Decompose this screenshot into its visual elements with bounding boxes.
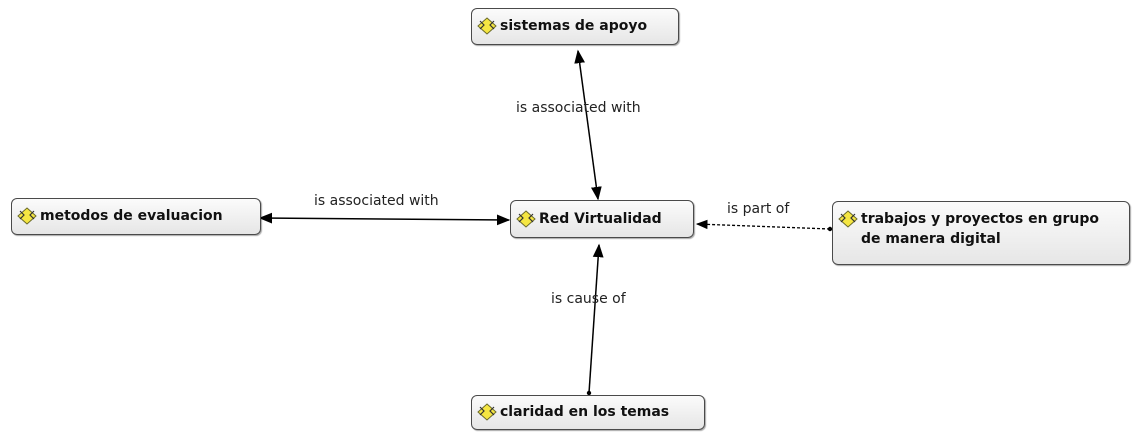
relation-label-sistemas: is associated with [516,100,641,116]
code-node-icon [477,403,497,421]
node-label: metodos de evaluacion [40,208,223,224]
relation-label-claridad: is cause of [551,291,626,307]
edge-sistemas-red [574,49,602,201]
edge-claridad-red [588,243,604,394]
edge-trabajos-red [695,219,831,230]
node-label: claridad en los temas [500,404,670,420]
node-trabajos-y-proyectos[interactable]: trabajos y proyectos en grupo de manera … [832,201,1130,265]
relation-label-metodos: is associated with [314,193,439,209]
node-metodos-de-evaluacion[interactable]: metodos de evaluacion [11,198,261,235]
edge-trabajos-red-origin [827,226,833,232]
code-node-icon [838,210,858,228]
code-node-icon [477,17,497,35]
node-label: Red Virtualidad [539,211,662,227]
code-node-icon [17,207,37,225]
edge-claridad-red-origin [586,390,592,396]
node-label-line-2: de manera digital [861,231,1001,247]
node-label: sistemas de apoyo [500,18,648,34]
node-claridad-en-los-temas[interactable]: claridad en los temas [471,395,705,430]
edge-metodos-red [258,212,511,226]
node-label-line-1: trabajos y proyectos en grupo [861,211,1099,227]
code-node-icon [516,210,536,228]
node-red-virtualidad[interactable]: Red Virtualidad [510,200,694,238]
node-sistemas-de-apoyo[interactable]: sistemas de apoyo [471,8,679,45]
relation-label-trabajos: is part of [727,201,790,217]
